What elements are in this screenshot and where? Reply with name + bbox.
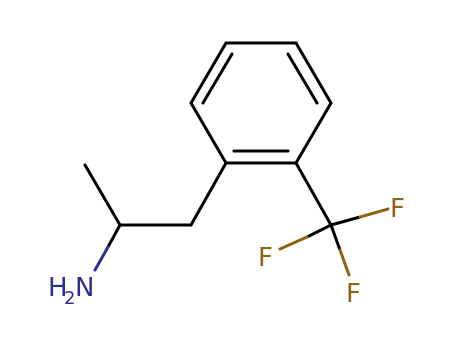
fluorine-bottom-label: F	[346, 279, 361, 309]
amine-h-label: H	[48, 273, 68, 303]
ring-bond-lower-left	[189, 101, 228, 165]
chain-bond-ring-to-ch2	[189, 161, 228, 227]
cf3-bond-c-to-f-bottom-black	[329, 223, 342, 252]
chain-bond-ch-to-methyl	[83, 163, 122, 227]
cf3-bond-c-to-f-right-black	[329, 215, 362, 227]
cf3-bond-c-to-f-left-colored	[278, 235, 309, 251]
chain-bond-ch-to-n-black	[106, 223, 122, 249]
ring-inner-bond-right	[286, 52, 319, 105]
chain-bond-ch-to-n-colored	[93, 245, 110, 272]
fluorine-right-label: F	[390, 194, 405, 224]
amine-n-label: N	[75, 273, 94, 303]
ring-bond-lower-right	[294, 101, 333, 165]
cf3-bond-c-to-f-bottom-colored	[338, 248, 351, 277]
ring-bond-top-left	[189, 41, 228, 105]
ring-bond-top-right	[294, 41, 333, 105]
fluorine-left-label: F	[258, 243, 273, 273]
cf3-bond-ring-to-c	[294, 161, 333, 227]
cf3-bond-c-to-f-left-black	[305, 223, 333, 239]
ring-inner-bond-top-left	[201, 52, 234, 105]
amine-subscript-label: 2	[64, 288, 75, 309]
cf3-bond-c-to-f-right-colored	[358, 207, 390, 219]
